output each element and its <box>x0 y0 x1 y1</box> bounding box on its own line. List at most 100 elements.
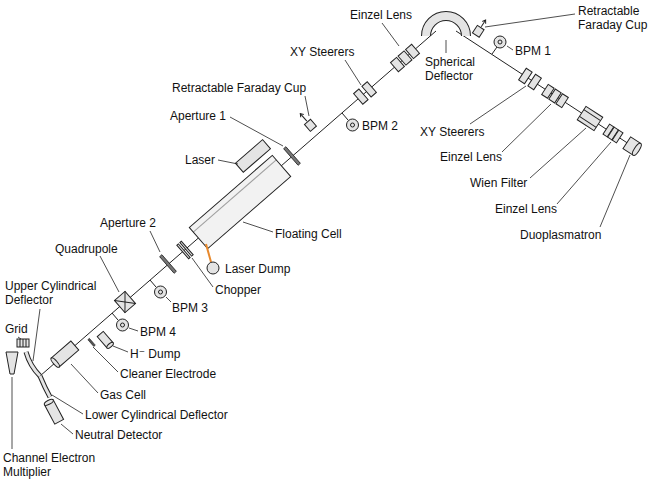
part-label: Aperture 1 <box>170 109 226 123</box>
part-label: Aperture 2 <box>100 216 156 230</box>
retract-arrow <box>482 19 487 24</box>
grid-wire <box>26 339 27 347</box>
deflector-symbol <box>40 376 50 397</box>
leader-line <box>129 328 138 331</box>
quadrupole-detail <box>114 291 135 312</box>
electrode-rod <box>88 338 95 346</box>
aperture-plate <box>160 255 177 274</box>
part-label: Upper Cylindrical Deflector <box>5 279 117 307</box>
einzel-lens-symbol <box>603 124 623 143</box>
leader-line <box>305 96 309 116</box>
leader-line <box>93 347 118 372</box>
bpm-stem <box>112 313 118 320</box>
cell-detail <box>193 160 276 232</box>
bpm-symbol <box>351 123 355 127</box>
laser-dump-symbol <box>207 262 219 274</box>
part-label: Duoplasmatron <box>520 228 601 242</box>
aperture-symbol <box>284 147 301 166</box>
part-label: H⁻ Dump <box>130 347 180 361</box>
ion-source-symbol <box>623 137 643 157</box>
bpm-stem <box>342 113 348 120</box>
part-label: BPM 1 <box>515 44 551 58</box>
bpm-symbol <box>117 319 129 331</box>
wien-filter-body <box>577 106 602 130</box>
leader-line <box>507 46 513 50</box>
grid-frame <box>17 339 29 347</box>
multiplier-symbol <box>6 352 18 374</box>
einzel-lens-symbol <box>390 44 419 71</box>
leader-line <box>485 14 575 27</box>
part-label: BPM 2 <box>362 119 398 133</box>
part-label: Neutral Detector <box>75 428 162 442</box>
leader-line <box>530 128 586 178</box>
deflector-symbol <box>426 16 466 36</box>
bpm-symbol <box>347 119 359 131</box>
part-label: Retractable Faraday Cup <box>578 4 650 32</box>
steerer-plate <box>362 82 376 97</box>
deflector-symbol <box>426 16 466 36</box>
retract-arrow <box>299 112 304 117</box>
dump-symbol <box>97 331 114 349</box>
aperture-symbol <box>160 255 177 274</box>
leader-line <box>557 142 611 204</box>
electrode-symbol <box>88 338 95 346</box>
part-label: Quadrupole <box>55 242 118 256</box>
part-label: Laser <box>185 153 215 167</box>
part-label: Einzel Lens <box>495 202 557 216</box>
part-label: Floating Cell <box>275 227 342 241</box>
bpm-symbol <box>159 290 163 294</box>
chopper-plate <box>180 241 193 256</box>
grid-wire <box>20 339 21 347</box>
wien-filter-detail <box>579 116 596 127</box>
beam-line <box>40 31 436 376</box>
steerer-plate <box>528 74 541 90</box>
leader-line <box>71 364 98 393</box>
leader-line <box>243 222 273 232</box>
part-label: Channel Electron Multiplier <box>3 451 108 479</box>
leader-line <box>33 309 40 361</box>
chopper-symbol <box>177 241 193 259</box>
leader-line <box>150 231 160 252</box>
part-label: BPM 4 <box>140 325 176 339</box>
deflector-symbol <box>26 352 40 376</box>
part-label: Retractable Faraday Cup <box>172 81 306 95</box>
faraday-cup-symbol <box>297 111 316 131</box>
laser-beam <box>206 244 211 262</box>
part-label: Chopper <box>215 283 261 297</box>
part-label: Einzel Lens <box>440 150 502 164</box>
part-label: Grid <box>5 322 28 336</box>
leader-line <box>446 40 447 53</box>
bpm-symbol <box>494 36 506 48</box>
leader-line <box>12 377 13 449</box>
part-label: BPM 3 <box>172 301 208 315</box>
part-label: Wien Filter <box>470 176 527 190</box>
leader-line <box>382 23 399 46</box>
part-label: XY Steerers <box>290 45 354 59</box>
leader-line <box>470 86 526 124</box>
detector-symbol <box>43 398 63 424</box>
aperture-plate <box>284 147 301 166</box>
leader-line <box>600 155 630 227</box>
leader-lines <box>12 14 630 449</box>
steerer-symbol <box>354 82 377 104</box>
faraday-cup-symbol <box>472 18 489 37</box>
deflector-symbol <box>26 352 40 376</box>
deflector-symbol <box>40 376 50 397</box>
leader-line <box>218 160 238 164</box>
gas-cell-symbol <box>50 341 79 368</box>
part-label: Gas Cell <box>100 388 146 402</box>
leader-line <box>18 337 21 339</box>
bpm-stem <box>150 280 156 287</box>
part-label: Einzel Lens <box>350 8 412 22</box>
detector-end <box>43 398 54 406</box>
part-label: XY Steerers <box>420 125 484 139</box>
steerer-symbol <box>519 68 542 90</box>
grid-symbol <box>17 339 29 347</box>
leader-line <box>502 104 551 152</box>
leader-line <box>345 60 361 85</box>
part-label: Spherical Deflector <box>425 55 487 83</box>
dump-end <box>106 341 114 349</box>
quadrupole-body <box>114 291 135 312</box>
bpm-stem <box>492 47 497 54</box>
leader-line <box>52 395 83 414</box>
